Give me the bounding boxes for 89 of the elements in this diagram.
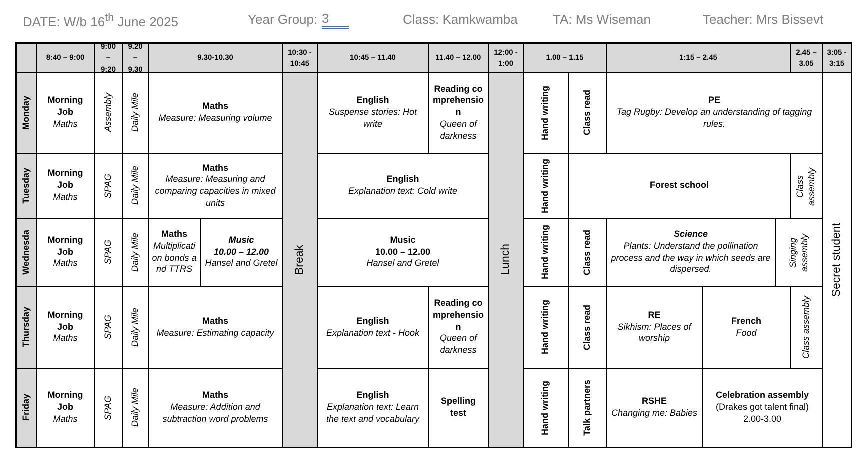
lesson-note: Daily Mile [130, 166, 141, 206]
subject-title: Reading comprehension [432, 298, 485, 334]
subject-title: Reading comprehension [432, 84, 485, 119]
subject-title: Morning Job [46, 310, 84, 334]
class-text: Class: Kamkwamba [403, 12, 518, 27]
lesson-note: Measure: Measuring volume [158, 113, 272, 125]
subject-title: Music [390, 234, 416, 247]
day-label: Friday [20, 394, 32, 422]
subject-title: English [356, 95, 390, 108]
lesson-note: Suspense stories: Hot write [328, 107, 418, 131]
day-label: Thursday [20, 307, 32, 348]
lesson-note: Measure: Measuring and comparing capacities in mixed units [154, 174, 277, 210]
subject-title: Maths [202, 316, 228, 328]
subject-title: RE [648, 310, 661, 322]
subject-title: Forest school [650, 180, 709, 192]
subject-title: Morning Job [46, 168, 84, 192]
lesson-note: Explanation text: Cold write [348, 186, 458, 198]
lesson-note: Explanation text - Hook [326, 328, 420, 340]
lesson-note: Multiplication bonds and TTRS [152, 240, 197, 276]
lesson-note: Tag Rugby: Develop an understanding of tagging rules. [616, 107, 814, 131]
subject-title: RSHE [642, 396, 667, 408]
lesson-note: Sikhism: Places of worship [616, 322, 693, 346]
lesson-note: Class assembly [795, 166, 818, 208]
lesson-note: (Drakes got talent final) [716, 402, 810, 414]
subject-title: English [356, 316, 390, 328]
subject-title: Maths [202, 390, 228, 402]
lesson-note: Queen of darkness [438, 333, 479, 357]
lesson-note: Maths [53, 414, 78, 426]
subject-title: Maths [202, 162, 228, 174]
subject-title: 10.00 – 12.00 [375, 246, 431, 258]
subject-title: PE [708, 95, 720, 108]
lesson-note: Changing me: Babies [611, 408, 698, 420]
teacher-text: Teacher: Mrs Bissevt [703, 12, 824, 27]
subject-title: Spelling test [440, 396, 477, 420]
subject-title: Music [228, 234, 254, 247]
subject-title: Hand writing [540, 225, 552, 280]
year-group-value: 3 [322, 12, 350, 29]
subject-title: English [386, 174, 420, 186]
subject-title: 10.00 – 12.00 [214, 246, 270, 258]
subject-title: Hand writing [540, 380, 552, 436]
lesson-note: Measure: Addition and subtraction word problems [162, 402, 270, 426]
lesson-note: Singing assembly [788, 232, 810, 274]
lesson-note: Maths [53, 258, 78, 270]
period-label: Secret student [830, 222, 844, 298]
subject-title: Morning Job [46, 95, 84, 119]
subject-title: French [731, 316, 762, 328]
lesson-note: SPAG [102, 240, 114, 265]
day-label: Monday [20, 96, 32, 130]
subject-title: Maths [202, 101, 228, 113]
subject-title: Hand writing [540, 158, 552, 214]
subject-title: Hand writing [540, 300, 552, 355]
lesson-note: Hansel and Gretel [366, 258, 440, 270]
date-text: DATE: W/b 16$^{th}$ June 2025 [23, 12, 178, 30]
subject-title: Class read [582, 304, 593, 350]
year-group-text: Year Group: [248, 12, 318, 27]
subject-title: English [356, 390, 390, 402]
subject-title: Hand writing [540, 86, 552, 140]
lesson-note: Maths [53, 192, 78, 204]
subject-title: Maths [161, 229, 188, 241]
lesson-note: Daily Mile [130, 232, 141, 272]
subject-title: Morning Job [46, 390, 84, 414]
lesson-note: Measure: Estimating capacity [156, 328, 274, 340]
period-label: Lunch [498, 244, 513, 276]
period-label: Break [292, 244, 307, 276]
lesson-note: Maths [53, 118, 78, 131]
lesson-note: Class assembly [800, 296, 812, 360]
lesson-note: Food [736, 328, 757, 340]
subject-title: Science [674, 229, 708, 241]
subject-title: Class read [582, 90, 593, 136]
lesson-note: Assembly [102, 93, 114, 132]
ta-text: TA: Ms Wiseman [553, 12, 651, 27]
lesson-note: Queen of darkness [438, 118, 479, 142]
day-label: Wednesda [20, 230, 32, 275]
lesson-note: Daily Mile [130, 388, 141, 428]
lesson-note: Hansel and Gretel [205, 258, 278, 270]
day-label: Tuesday [20, 168, 32, 204]
lesson-note: Plants: Understand the pollination process and the way in which seeds are dispersed. [610, 240, 772, 276]
lesson-note: Daily Mile [130, 308, 141, 347]
lesson-note: SPAG [102, 174, 114, 198]
lesson-note: Daily Mile [130, 93, 141, 132]
lesson-note: Maths [53, 333, 78, 346]
subject-title: Talk partners [582, 380, 593, 436]
lesson-note: SPAG [102, 396, 114, 420]
subject-title: Class read [582, 230, 593, 276]
lesson-note: SPAG [102, 315, 114, 340]
subject-title: Celebration assembly [716, 390, 810, 402]
lesson-note: 2.00-3.00 [743, 414, 782, 426]
subject-title: Morning Job [46, 234, 84, 258]
lesson-note: Explanation text: Learn the text and vocabulary [325, 402, 421, 426]
